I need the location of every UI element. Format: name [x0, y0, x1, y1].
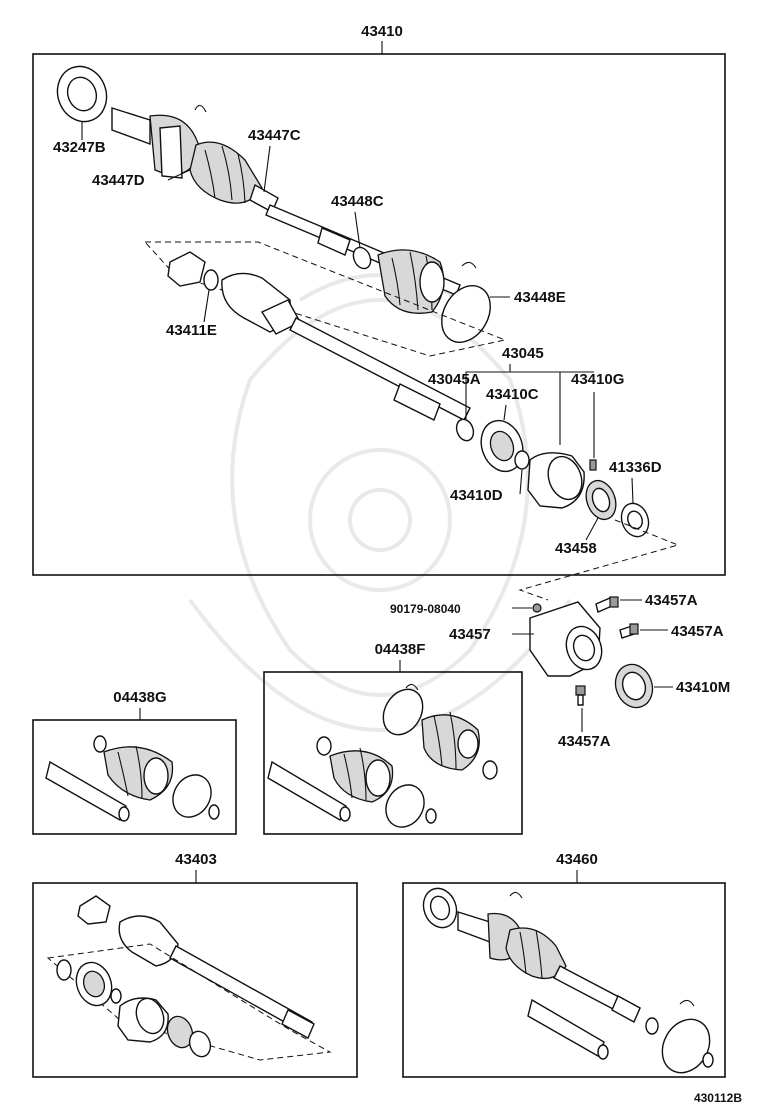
label-43448C: 43448C [331, 193, 384, 210]
bolt-43457A-lower [575, 685, 586, 706]
label-43411E: 43411E [166, 322, 217, 339]
label-43460: 43460 [556, 851, 598, 868]
bolt-90179-08040 [532, 603, 542, 613]
label-90179-08040: 90179-08040 [390, 602, 461, 616]
bolt-43457A-upper [595, 596, 619, 613]
boot-kit-04438F-parts [267, 683, 498, 828]
label-04438F: 04438F [375, 641, 426, 658]
label-43458: 43458 [555, 540, 597, 557]
outboard-assembly-box-43460 [402, 882, 726, 1078]
boot-kit-box-04438G [32, 719, 237, 835]
shaft-spline-lower [393, 383, 441, 421]
drive-shaft-lower [289, 317, 471, 421]
label-43457: 43457 [449, 626, 491, 643]
boot-43447D [189, 141, 263, 204]
label-43447D: 43447D [92, 172, 145, 189]
label-43403: 43403 [175, 851, 217, 868]
leader-43045 [465, 364, 594, 445]
label-43448E: 43448E [514, 289, 566, 306]
bearing-bracket-43045 [527, 452, 585, 509]
boot-kit-04438G-parts [45, 735, 220, 822]
bearing-43458 [585, 479, 617, 521]
bearing-43410C [480, 419, 524, 473]
leader-43411E [203, 289, 210, 323]
bolt-43457A-middle [619, 623, 639, 639]
snap-ring-43045A [455, 418, 475, 442]
clamp-43448C [352, 246, 372, 270]
tripod-43411E [167, 251, 219, 291]
label-43045A: 43045A [428, 371, 481, 388]
inboard-assembly-43403-parts [46, 895, 332, 1061]
leader-43410C [503, 404, 507, 421]
outer-joint-43247B [56, 65, 201, 179]
shaft-spline-upper [317, 227, 351, 256]
label-43410D: 43410D [450, 487, 503, 504]
label-43410G: 43410G [571, 371, 624, 388]
leader-43458 [585, 517, 599, 541]
inner-boot-upper [377, 249, 445, 314]
label-43410C: 43410C [486, 386, 539, 403]
dashed-link-bracket [518, 519, 680, 601]
label-43457A-lower: 43457A [558, 733, 611, 750]
label-04438G: 04438G [113, 689, 166, 706]
leader-43447C [263, 145, 271, 193]
main-assembly-box [32, 53, 726, 576]
label-43447C: 43447C [248, 127, 301, 144]
label-43457A-upper: 43457A [645, 592, 698, 609]
seal-43410M [614, 663, 654, 709]
inboard-assembly-box-43403 [32, 882, 358, 1078]
label-43045: 43045 [502, 345, 544, 362]
label-43410: 43410 [361, 23, 403, 40]
figure-code: 430112B [694, 1091, 742, 1105]
boot-kit-box-04438F [263, 671, 523, 835]
watermark-emblem [188, 273, 572, 732]
label-43247B: 43247B [53, 139, 106, 156]
leader-41336D [631, 477, 634, 504]
pin-43410G [589, 459, 597, 471]
leader-43447D [167, 169, 191, 181]
bracket-43457 [529, 601, 603, 677]
ring-43410D [514, 450, 530, 470]
outboard-assembly-43460-parts [422, 887, 714, 1074]
label-43457A-middle: 43457A [671, 623, 724, 640]
label-43410M: 43410M [676, 679, 730, 696]
clamp-43448E-ring [441, 261, 491, 343]
label-41336D: 41336D [609, 459, 662, 476]
leader-43448C [354, 211, 361, 249]
leader-43410D [519, 469, 523, 495]
seal-41336D [620, 502, 650, 538]
inner-joint-housing [221, 272, 301, 335]
